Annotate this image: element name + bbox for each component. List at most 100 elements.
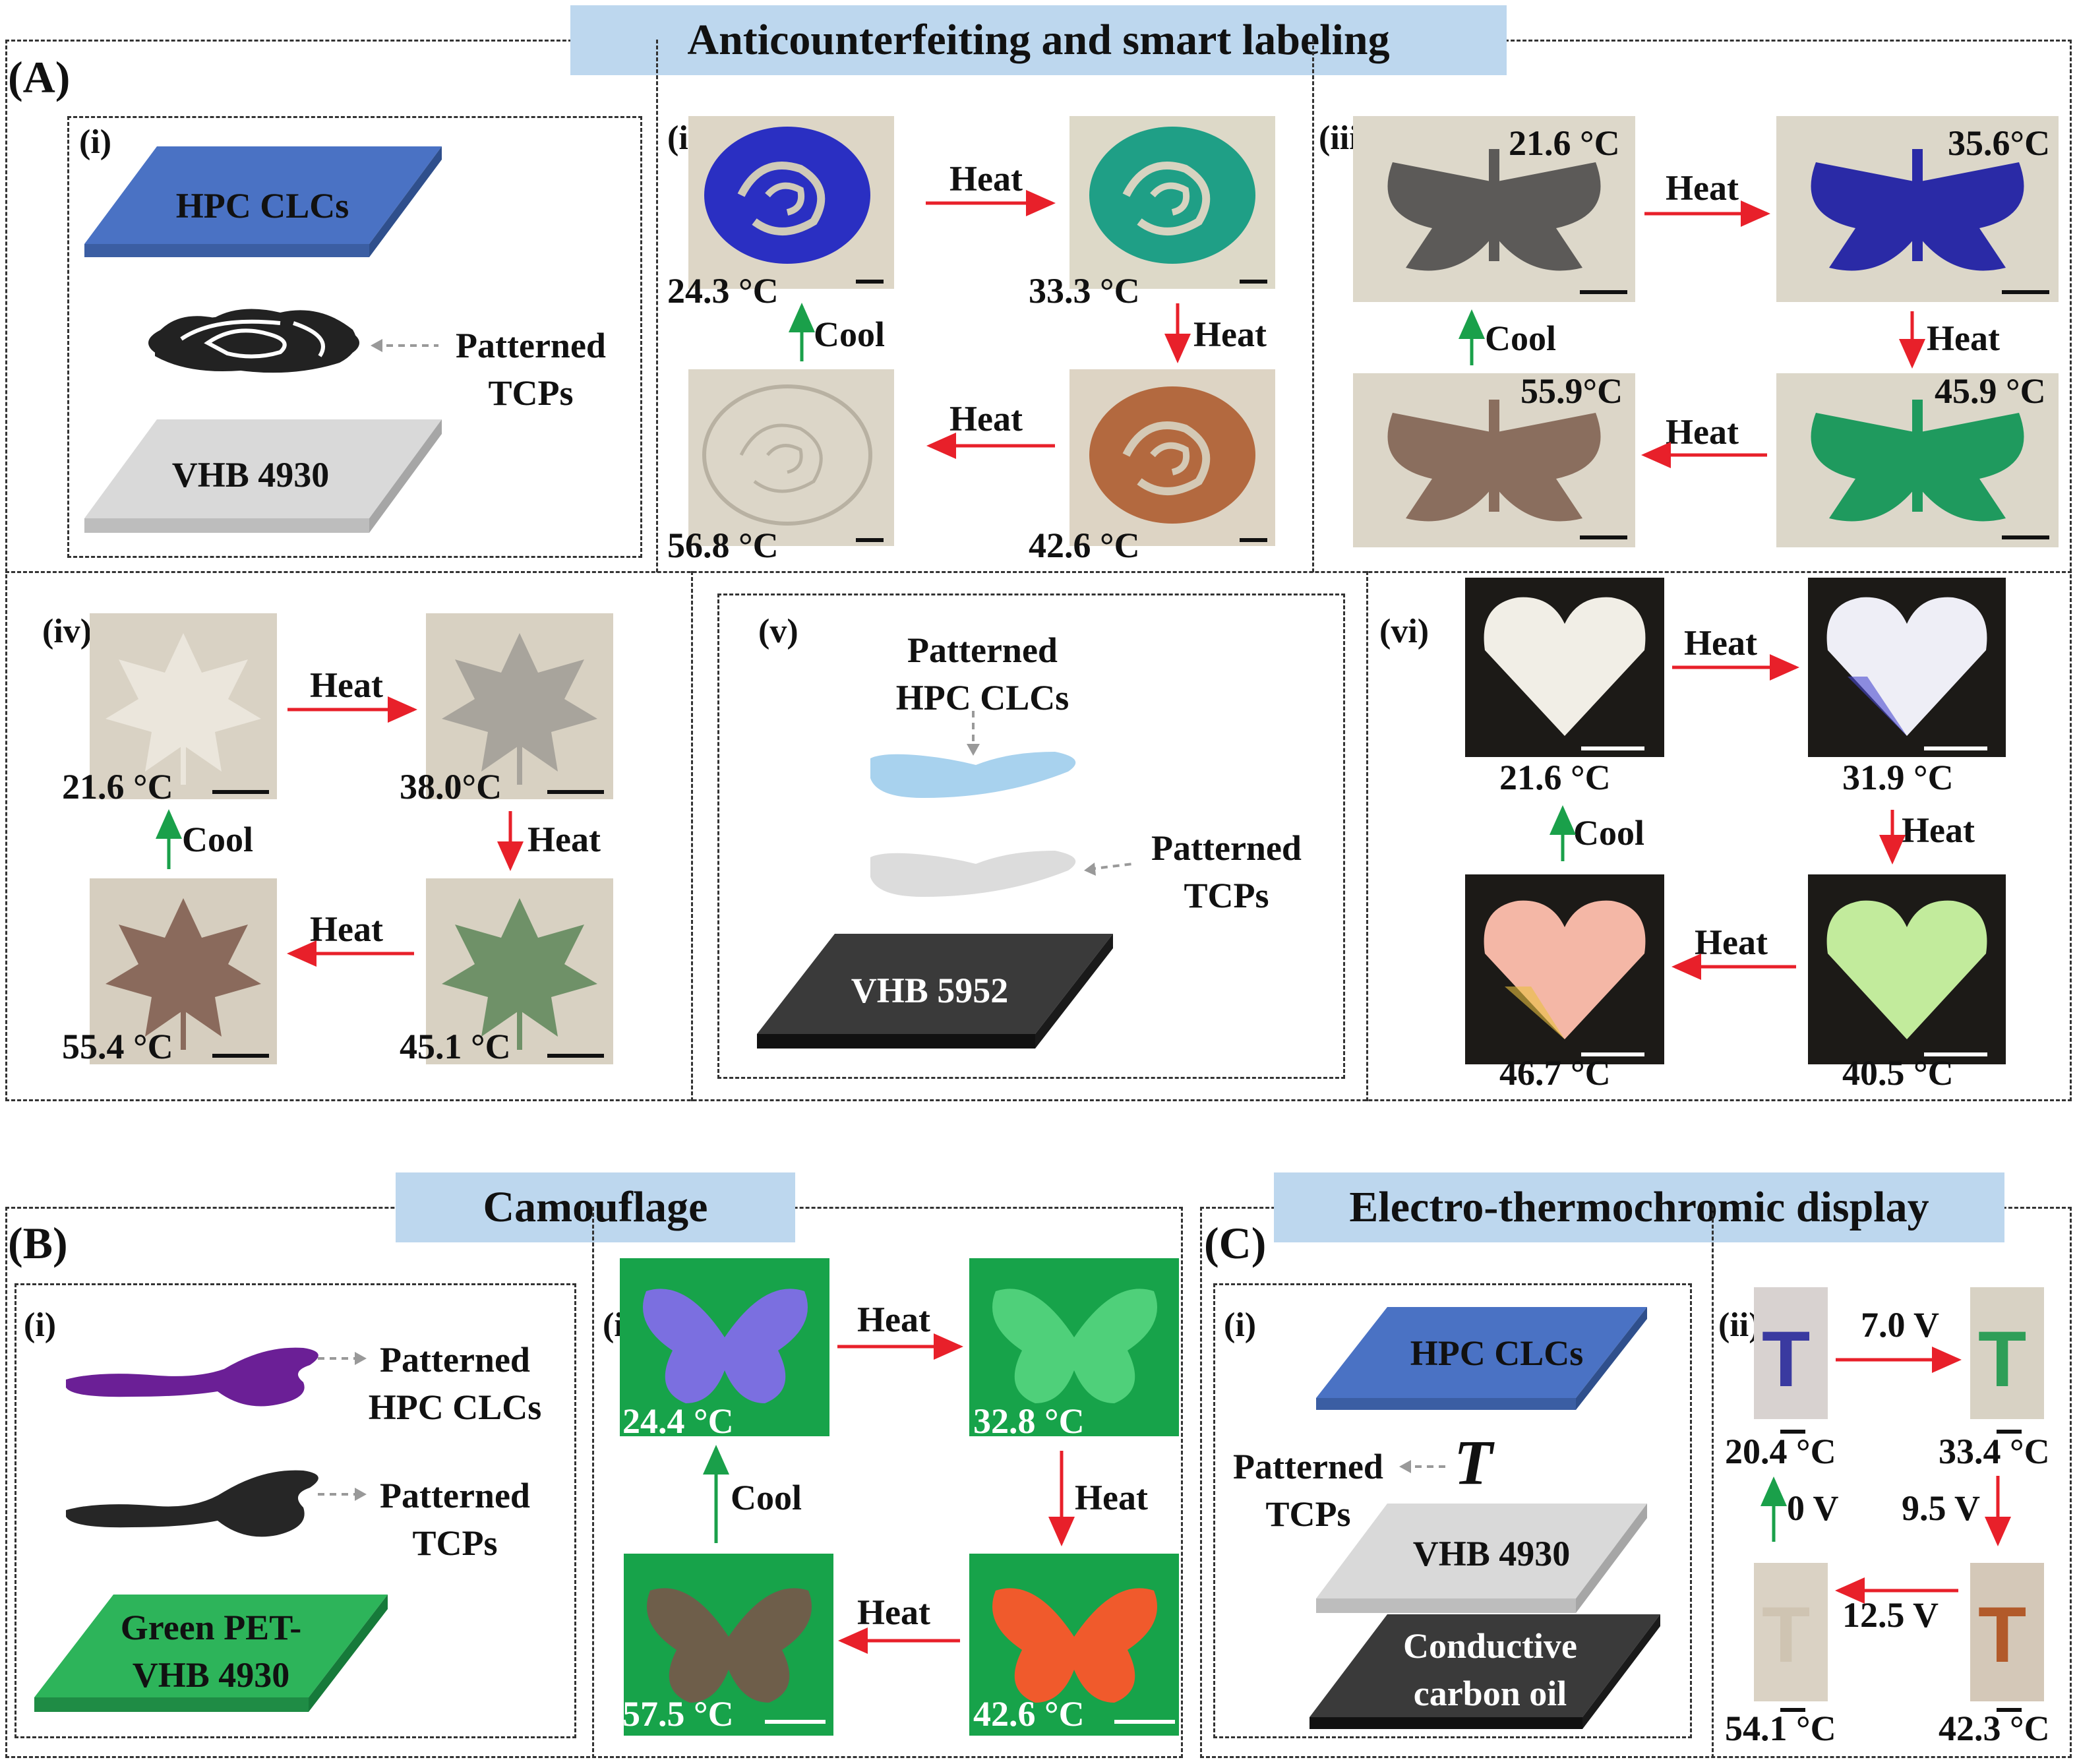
b-ii-action-4: Cool <box>731 1478 802 1517</box>
a-iii-temp-3: 45.9 °C <box>1935 371 2046 411</box>
c-i-mid-label: Patterned TCPs <box>1233 1447 1383 1534</box>
divider-b-mid <box>592 1207 594 1758</box>
scale-bar <box>212 1054 269 1058</box>
panel-c-i-label: (i) <box>1224 1306 1257 1344</box>
b-ii-action-1: Heat <box>857 1300 930 1339</box>
a-vi-action-3: Heat <box>1695 923 1768 962</box>
a-ii-action-1: Heat <box>949 159 1023 198</box>
leaf-photo-3 <box>426 878 613 1064</box>
butterfly-photo-4 <box>1353 373 1635 547</box>
a-iii-action-1: Heat <box>1666 168 1739 208</box>
a-vi-temp-1: 21.6 °C <box>1499 758 1611 797</box>
a-iv-temp-2: 38.0°C <box>400 767 502 806</box>
banner-anticounterfeiting: Anticounterfeiting and smart labeling <box>570 5 1507 75</box>
a-ii-temp-4: 56.8 °C <box>667 526 779 565</box>
c-ii-temp-4: 54.1 °C <box>1725 1709 1836 1748</box>
panel-letter-a: (A) <box>8 52 71 102</box>
display-photo-2: T <box>1970 1287 2044 1419</box>
b-i-bottom-label: Green PET- VHB 4930 <box>120 1608 302 1695</box>
a-ii-action-3: Heat <box>949 399 1023 439</box>
panel-c-ii-label: (ii) <box>1718 1306 1761 1344</box>
panel-a-v <box>717 593 1345 1079</box>
a-iii-temp-4: 55.9°C <box>1520 371 1623 411</box>
c-i-top-label: HPC CLCs <box>1410 1333 1584 1373</box>
c-ii-action-2: 9.5 V <box>1902 1488 1981 1528</box>
b-i-top-label: Patterned HPC CLCs <box>368 1340 542 1427</box>
a-vi-action-4: Cool <box>1573 813 1644 853</box>
a-iii-action-2: Heat <box>1927 319 2000 358</box>
a-iii-action-4: Cool <box>1485 319 1556 358</box>
scale-bar <box>1997 1430 2022 1434</box>
panel-c-i <box>1213 1283 1692 1738</box>
a-iii-action-3: Heat <box>1666 412 1739 452</box>
c-i-layer3-label: VHB 4930 <box>1412 1534 1571 1573</box>
rose-photo-1 <box>688 116 894 289</box>
a-iv-temp-4: 55.4 °C <box>62 1027 173 1066</box>
panel-a-iv-label: (iv) <box>42 613 92 650</box>
a-v-bottom-label: VHB 5952 <box>851 971 1009 1010</box>
panel-b-i-label: (i) <box>24 1306 57 1344</box>
a-iv-action-4: Cool <box>182 820 253 859</box>
a-vi-temp-3: 40.5 °C <box>1842 1053 1954 1093</box>
heart-photo-4 <box>1465 874 1664 1064</box>
butterfly-photo-2 <box>1776 116 2059 302</box>
a-iii-temp-1: 21.6 °C <box>1509 123 1620 163</box>
b-ii-action-2: Heat <box>1075 1478 1148 1517</box>
a-v-mid-label: Patterned TCPs <box>1151 828 1302 915</box>
scale-bar <box>1924 1052 1987 1056</box>
heart-photo-2 <box>1808 578 2006 757</box>
scale-bar <box>1780 1708 1805 1712</box>
rose-photo-3 <box>1069 369 1275 546</box>
b-ii-action-3: Heat <box>857 1593 930 1632</box>
scale-bar <box>2002 290 2049 294</box>
divider-a-row2-right <box>1366 571 1368 1101</box>
b-ii-temp-1: 24.4 °C <box>622 1401 734 1441</box>
divider-a-row1-right <box>1312 40 1314 572</box>
c-i-bottom-label: Conductive carbon oil <box>1402 1626 1577 1713</box>
scale-bar <box>1997 1708 2022 1712</box>
panel-a-i <box>67 116 642 558</box>
camo-photo-4 <box>624 1554 833 1736</box>
display-letter: T <box>1978 1591 2027 1679</box>
camo-photo-1 <box>620 1258 829 1436</box>
b-ii-temp-3: 42.6 °C <box>973 1694 1085 1734</box>
c-ii-action-1: 7.0 V <box>1861 1305 1940 1345</box>
butterfly-photo-3 <box>1776 373 2059 547</box>
a-iv-temp-1: 21.6 °C <box>62 767 173 806</box>
scale-bar <box>1581 746 1644 750</box>
banner-electro: Electro-thermochromic display <box>1274 1172 2004 1242</box>
panel-a-vi-label: (vi) <box>1379 613 1430 650</box>
scale-bar <box>1240 538 1267 542</box>
divider-c-mid <box>1712 1207 1714 1758</box>
panel-a-i-label: (i) <box>79 123 112 161</box>
a-v-top-label: Patterned HPC CLCs <box>895 630 1069 717</box>
scale-bar <box>1240 280 1267 284</box>
rose-photo-2 <box>1069 116 1275 289</box>
scale-bar <box>1580 535 1627 539</box>
c-ii-action-4: 0 V <box>1787 1488 1839 1528</box>
scale-bar <box>547 790 604 794</box>
scale-bar <box>1924 746 1987 750</box>
divider-a-row1-mid <box>656 40 658 572</box>
c-ii-action-3: 12.5 V <box>1842 1595 1939 1635</box>
rose-photo-4 <box>688 369 894 546</box>
display-letter: T <box>1978 1315 2027 1403</box>
a-iv-action-3: Heat <box>310 909 383 949</box>
panel-letter-b: (B) <box>8 1218 68 1268</box>
display-photo-4: T <box>1754 1563 1828 1701</box>
leaf-photo-2 <box>426 613 613 799</box>
scale-bar <box>765 1720 826 1724</box>
a-iv-action-2: Heat <box>527 820 601 859</box>
heart-photo-1 <box>1465 578 1664 757</box>
scale-bar <box>212 790 269 794</box>
scale-bar <box>1580 290 1627 294</box>
banner-camouflage: Camouflage <box>396 1172 795 1242</box>
b-ii-temp-2: 32.8 °C <box>973 1401 1085 1441</box>
c-ii-temp-1: 20.4 °C <box>1725 1432 1836 1471</box>
camo-photo-2 <box>969 1258 1179 1436</box>
scale-bar <box>1581 1052 1644 1056</box>
a-vi-action-2: Heat <box>1902 810 1975 850</box>
divider-a-row2-left <box>691 571 693 1101</box>
panel-b-i <box>15 1283 576 1738</box>
a-ii-action-2: Heat <box>1193 315 1267 354</box>
